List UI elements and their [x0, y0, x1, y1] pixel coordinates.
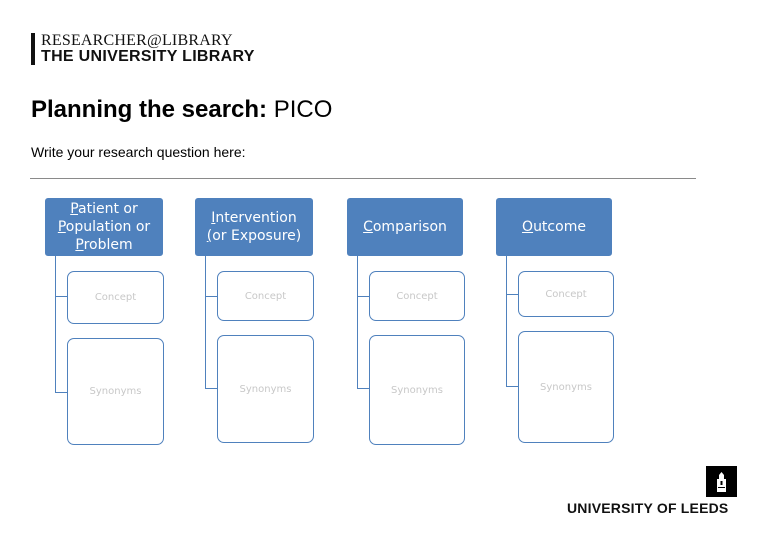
pico-heading-intervention: Intervention (or Exposure)	[195, 198, 313, 256]
heading-text: Intervention (or Exposure)	[207, 209, 302, 245]
connector-horizontal	[55, 296, 67, 297]
heading-line: Patient or	[70, 201, 138, 217]
pico-heading-patient: Patient or Population or Problem	[45, 198, 163, 256]
connector-vertical	[205, 256, 206, 388]
heading-line: Comparison	[363, 219, 447, 235]
concept-placeholder: Concept	[94, 292, 137, 303]
heading-text: Patient or Population or Problem	[58, 200, 150, 254]
connector-horizontal	[205, 388, 217, 389]
heading-line: Outcome	[522, 219, 586, 235]
heading-line: Problem	[75, 237, 133, 253]
synonyms-box[interactable]: Synonyms	[369, 335, 465, 445]
concept-placeholder: Concept	[244, 290, 287, 302]
concept-placeholder: Concept	[396, 290, 438, 302]
heading-line: (or Exposure)	[206, 228, 302, 244]
connector-horizontal	[357, 296, 369, 297]
university-logo: UNIVERSITY OF LEEDS	[567, 466, 742, 518]
pico-heading-comparison: Comparison	[347, 198, 463, 256]
connector-vertical	[506, 256, 507, 386]
concept-box[interactable]: Concept	[518, 271, 614, 317]
heading-text: Comparison	[363, 218, 447, 236]
university-name: UNIVERSITY OF LEEDS	[567, 500, 729, 516]
synonyms-placeholder: Synonyms	[391, 384, 443, 396]
page-title: Planning the search: PICO	[31, 96, 332, 124]
concept-box[interactable]: Concept	[217, 271, 314, 321]
concept-box[interactable]: Concept	[67, 271, 164, 324]
title-normal: PICO	[273, 96, 333, 123]
concept-box[interactable]: Concept	[369, 271, 465, 321]
synonyms-placeholder: Synonyms	[239, 383, 292, 395]
heading-line: Intervention	[211, 210, 297, 226]
logo-line-2: THE UNIVERSITY LIBRARY	[41, 48, 255, 65]
connector-vertical	[55, 256, 56, 392]
connector-horizontal	[205, 296, 217, 297]
connector-horizontal	[55, 392, 67, 393]
heading-line: Population or	[57, 219, 151, 235]
synonyms-box[interactable]: Synonyms	[217, 335, 314, 443]
synonyms-placeholder: Synonyms	[540, 381, 592, 393]
synonyms-box[interactable]: Synonyms	[67, 338, 164, 445]
research-question-prompt: Write your research question here:	[31, 144, 246, 160]
connector-horizontal	[506, 386, 518, 387]
synonyms-box[interactable]: Synonyms	[518, 331, 614, 443]
synonyms-placeholder: Synonyms	[89, 386, 142, 397]
pico-heading-outcome: Outcome	[496, 198, 612, 256]
concept-placeholder: Concept	[545, 288, 587, 300]
connector-horizontal	[506, 294, 518, 295]
connector-vertical	[357, 256, 358, 388]
crest-graphic	[706, 466, 737, 497]
research-question-line[interactable]	[30, 178, 696, 179]
logo-bar	[31, 33, 35, 65]
title-bold: Planning the search:	[31, 96, 268, 123]
heading-text: Outcome	[522, 218, 586, 236]
crest-icon	[706, 466, 737, 497]
connector-horizontal	[357, 388, 369, 389]
logo-line-1: RESEARCHER@LIBRARY	[41, 32, 233, 49]
